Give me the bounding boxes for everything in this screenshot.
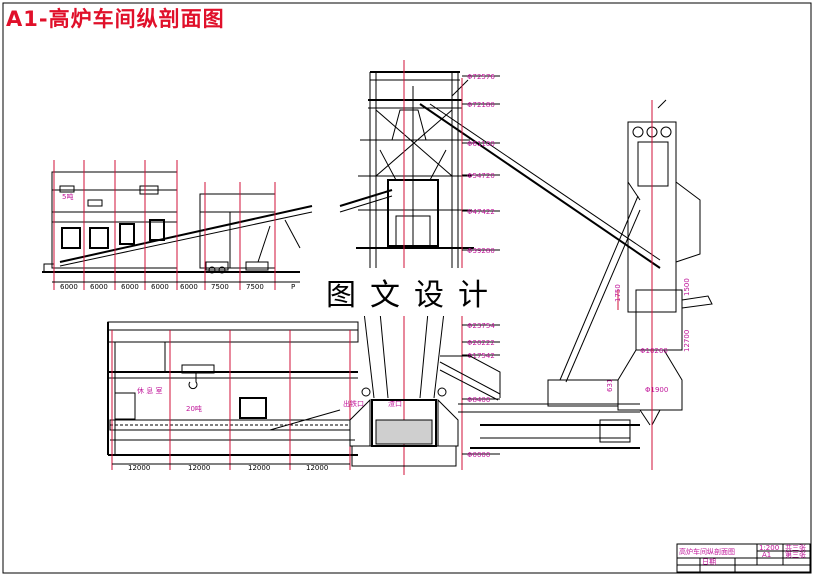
elevation-label: Φ0000 xyxy=(467,451,490,459)
title-block-sheet: A1 xyxy=(762,551,771,559)
tap-hole-label: 出铁口 xyxy=(343,399,364,408)
lower-grid-lines xyxy=(111,330,351,470)
crane-label-5t: 5吨 xyxy=(62,192,73,201)
stove-height-label: 1500 xyxy=(683,278,691,296)
title-block-total: 共三张 xyxy=(785,543,806,552)
dim-label: 7500 xyxy=(211,283,229,291)
title-block-scale: 1:200 xyxy=(759,544,779,552)
dim-label: 12000 xyxy=(306,464,328,472)
elevation-label: Φ54720 xyxy=(467,172,495,180)
stove-diameter-label: Φ1900 xyxy=(645,386,668,394)
dim-label: 7500 xyxy=(246,283,264,291)
furnace-hearth xyxy=(349,311,501,467)
dim-label: 12000 xyxy=(188,464,210,472)
elevation-label: Φ23754 xyxy=(467,322,495,330)
upper-grid-lines xyxy=(52,160,300,290)
elevation-label: Φ61100 xyxy=(467,140,495,148)
crane-label-20t: 20吨 xyxy=(186,404,202,413)
dim-label: 6000 xyxy=(180,283,198,291)
rest-room-label: 休 息 室 xyxy=(137,386,162,395)
drawing-title: A1-高炉车间纵剖面图 xyxy=(6,7,225,31)
stove-diameter-label: Φ10260 xyxy=(640,347,668,355)
dust-catcher xyxy=(559,99,713,426)
lower-dimensions: 12000 12000 12000 12000 xyxy=(128,464,328,472)
dim-label: 6000 xyxy=(151,283,169,291)
stove-height-label: 1750 xyxy=(614,284,622,302)
title-block: 高炉车间纵剖面图 1:200 A1 共三张 第三张 日期 xyxy=(676,543,811,573)
dim-label: P xyxy=(291,283,295,291)
slag-notch-label: 渣口 xyxy=(388,399,402,408)
dim-label: 12000 xyxy=(248,464,270,472)
title-block-page: 第三张 xyxy=(785,550,806,559)
title-block-date: 日期 xyxy=(702,558,716,566)
elevation-label: Φ8400 xyxy=(467,396,490,404)
elevation-label: Φ72180 xyxy=(467,101,495,109)
dim-label: 12000 xyxy=(128,464,150,472)
elevation-label: Φ47422 xyxy=(467,208,495,216)
dim-label: 6000 xyxy=(90,283,108,291)
elevation-label: Φ20222 xyxy=(467,339,495,347)
upper-dimensions: 6000 6000 6000 6000 6000 7500 7500 P xyxy=(60,283,295,291)
dim-label: 6000 xyxy=(60,283,78,291)
elevation-marks: Φ72576 Φ72180 Φ61100 Φ54720 Φ47422 Φ3928… xyxy=(462,73,500,459)
stove-height-label: 631 xyxy=(606,379,614,392)
right-floor xyxy=(458,379,640,449)
dim-label: 6000 xyxy=(121,283,139,291)
title-block-name: 高炉车间纵剖面图 xyxy=(679,547,735,556)
elevation-label: Φ17542 xyxy=(467,352,495,360)
elevation-label: Φ72576 xyxy=(467,73,495,81)
watermark-text: 图文设计 xyxy=(322,268,506,316)
furnace-tower xyxy=(339,71,661,300)
elevation-label: Φ39280 xyxy=(467,247,495,255)
stove-height-label: 12700 xyxy=(683,330,691,352)
